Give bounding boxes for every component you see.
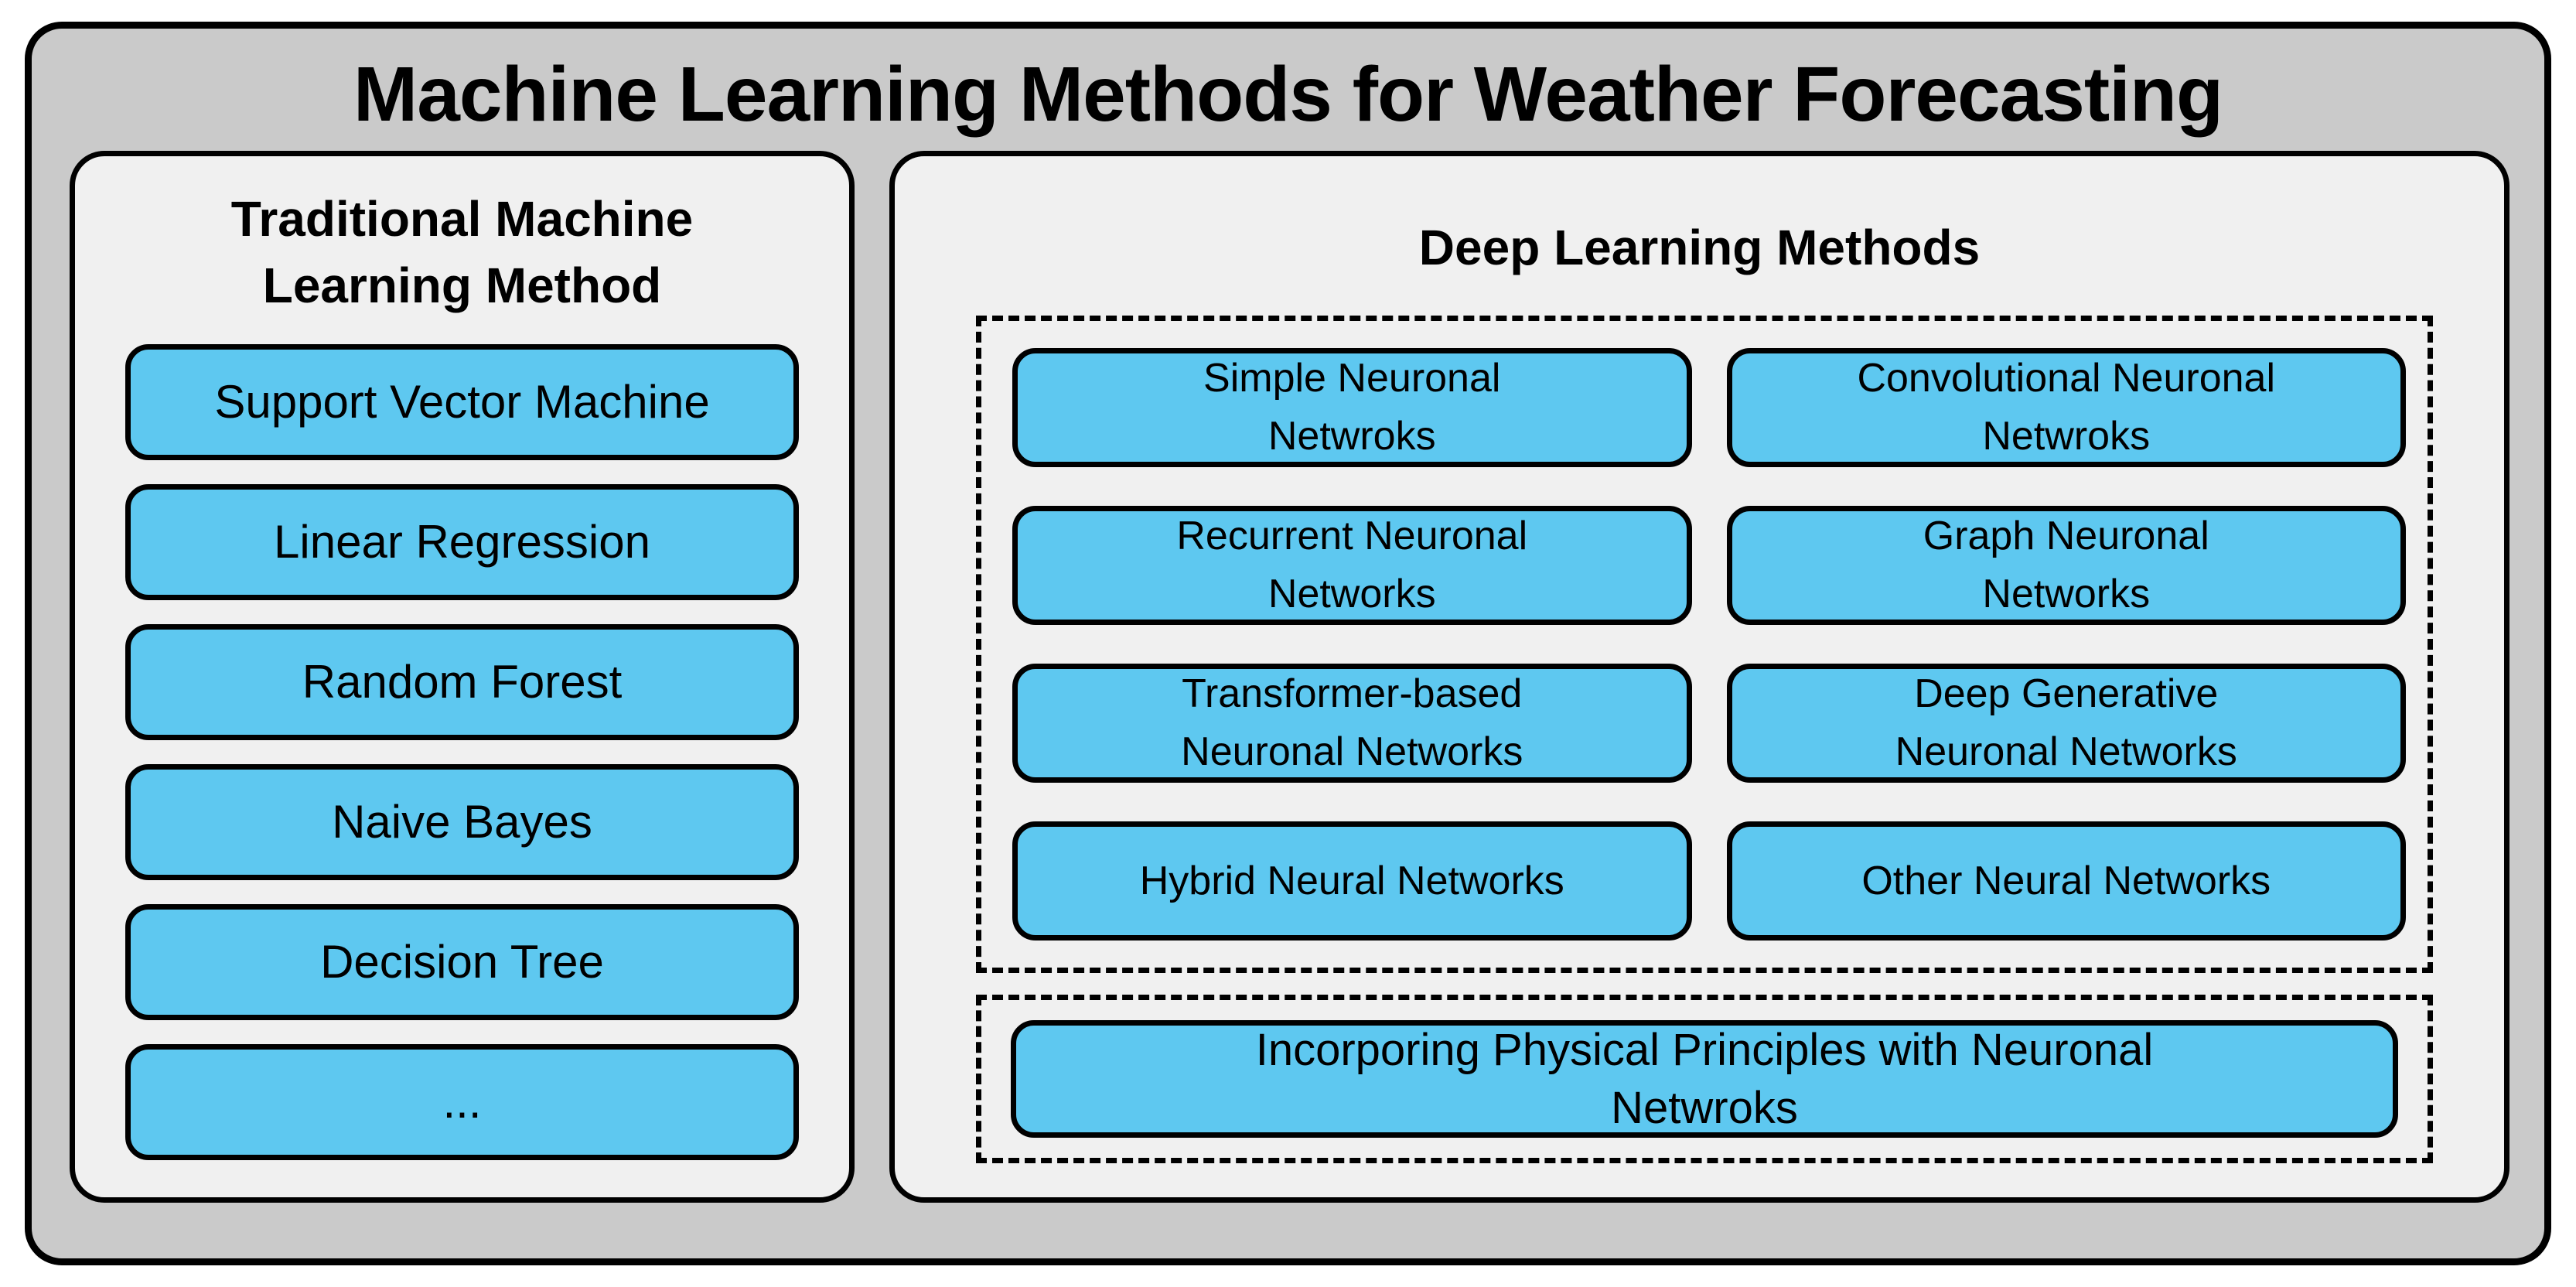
- box-random-forest: Random Forest: [125, 623, 799, 740]
- box-other-neural-networks: Other Neural Networks: [1726, 821, 2406, 941]
- traditional-ml-title: Traditional Machine Learning Method: [230, 191, 694, 314]
- panel-traditional-ml: Traditional Machine Learning Method Supp…: [70, 151, 855, 1203]
- neural-network-types-group: Simple Neuronal Netwroks Convolutional N…: [976, 316, 2433, 974]
- box-naive-bayes: Naive Bayes: [125, 763, 799, 880]
- box-recurrent-neural-networks: Recurrent Neuronal Networks: [1012, 506, 1692, 626]
- diagram-title: Machine Learning Methods for Weather For…: [353, 51, 2223, 138]
- box-transformer-based-neural-networks: Transformer-based Neuronal Networks: [1012, 664, 1692, 783]
- box-convolutional-neural-networks: Convolutional Neuronal Netwroks: [1726, 348, 2406, 468]
- panel-deep-learning: Deep Learning Methods Simple Neuronal Ne…: [889, 151, 2509, 1203]
- box-graph-neural-networks: Graph Neuronal Networks: [1726, 506, 2406, 626]
- box-ellipsis: ...: [125, 1043, 799, 1160]
- box-linear-regression: Linear Regression: [125, 483, 799, 600]
- box-simple-neural-networks: Simple Neuronal Netwroks: [1012, 348, 1692, 468]
- physics-informed-group: Incorporing Physical Principles with Neu…: [976, 995, 2433, 1164]
- box-incorporating-physical-principles: Incorporing Physical Principles with Neu…: [1011, 1020, 2398, 1138]
- box-decision-tree: Decision Tree: [125, 903, 799, 1020]
- panels-row: Traditional Machine Learning Method Supp…: [70, 151, 2509, 1203]
- deep-learning-title: Deep Learning Methods: [1418, 220, 1981, 275]
- box-hybrid-neural-networks: Hybrid Neural Networks: [1012, 821, 1692, 941]
- outer-container: Machine Learning Methods for Weather For…: [25, 22, 2551, 1265]
- box-deep-generative-neural-networks: Deep Generative Neuronal Networks: [1726, 664, 2406, 783]
- traditional-ml-list: Support Vector Machine Linear Regression…: [125, 343, 799, 1160]
- box-support-vector-machine: Support Vector Machine: [125, 343, 799, 460]
